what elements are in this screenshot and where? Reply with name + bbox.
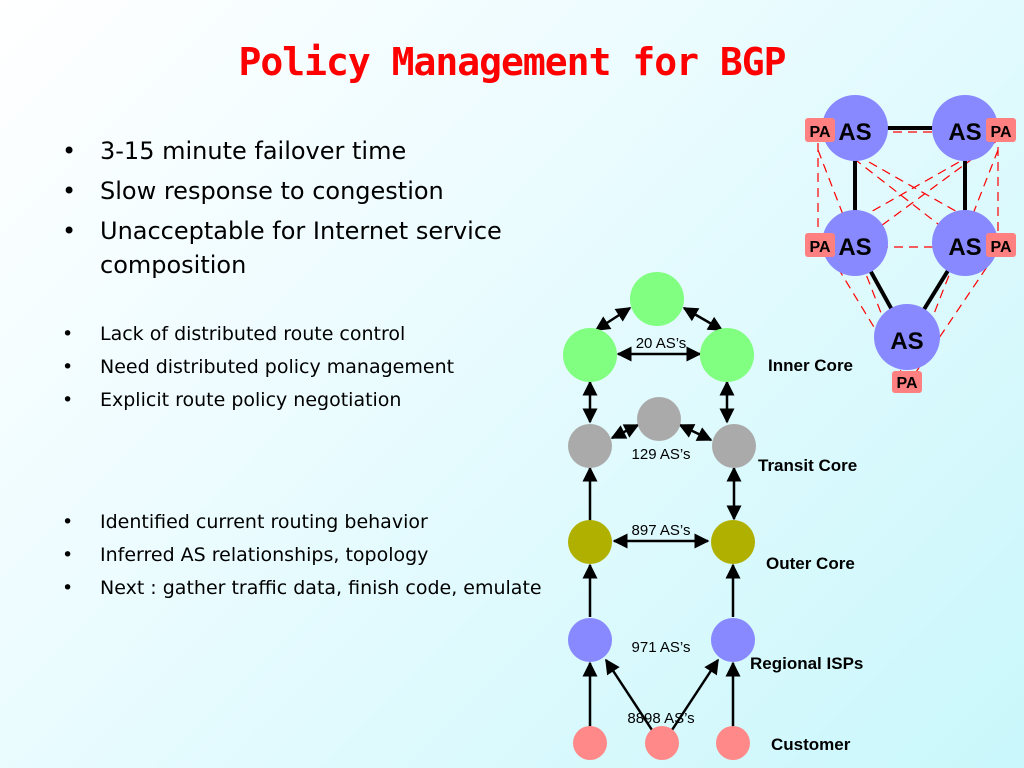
link-arrow [594,306,632,332]
slide-title: Policy Management for BGP [238,40,787,84]
transit-core-node [568,424,612,468]
policy-agent-rect [805,233,835,257]
as-node-circle [932,95,998,161]
as-node-circle [822,210,888,276]
customer-node [573,726,607,760]
outer-core-node [711,520,755,564]
bullet-text: Identified current routing behavior [100,511,428,533]
bullet-text: Explicit route policy negotiation [100,389,402,411]
bullet-item: • Identified current routing behavior [62,506,662,539]
tier-count-label: 129 AS’s [632,446,691,463]
bullet-item: • Lack of distributed route control [62,318,662,351]
tier-name-label: Customer [771,735,851,754]
dashed-outer-box [817,131,999,248]
bullet-item: • Unacceptable for Internet service compo… [62,214,582,282]
as-node-label: AS [948,119,981,146]
link-arrow [604,658,654,731]
policy-agent-label: PA [990,124,1011,141]
as-node-circle [874,304,940,370]
bullet-item: • Slow response to congestion [62,174,582,208]
tier-name-label: Inner Core [768,356,853,375]
bullet-text: Inferred AS relationships, topology [100,544,429,566]
tier-count-label: 8898 AS’s [627,710,694,727]
tier-name-label: Outer Core [766,554,855,573]
tier-count-label: 897 AS’s [632,522,691,539]
policy-agent-label: PA [809,239,830,256]
tier-count-label: 971 AS’s [632,639,691,656]
as-node-label: AS [890,328,923,355]
regional-isp-node [711,618,755,662]
tier-count-label: 20 AS’s [636,335,687,352]
bullet-text: Next : gather traffic data, finish code,… [100,577,542,599]
primary-bullet-list: • 3-15 minute failover time • Slow respons… [62,134,582,288]
inner-core-node [630,272,684,326]
hierarchy-nodes [563,272,756,760]
as-node: AS [932,95,998,161]
bullet-marker: • [62,577,74,599]
bullet-marker: • [62,323,74,345]
policy-agent-rect [986,118,1016,142]
policy-agent-label: PA [809,124,830,141]
bullet-item: • Inferred AS relationships, topology [62,539,662,572]
bullet-text: Need distributed policy management [100,356,455,378]
inner-core-node [700,328,754,382]
secondary-bullet-list: • Lack of distributed route control • Need… [62,318,662,417]
link-arrow [678,423,713,442]
policy-agent-box: PA [805,233,835,257]
bullet-marker: • [62,177,77,205]
regional-isp-node [568,618,612,662]
policy-agent-rect [805,118,835,142]
bullet-text: Lack of distributed route control [100,323,406,345]
as-node: AS [932,210,998,276]
tier-names: Inner Core Transit Core Outer Core Regio… [750,356,863,754]
bullet-text: Slow response to congestion [100,177,444,205]
policy-agent-box: PA [986,118,1016,142]
bullet-text: 3-15 minute failover time [100,137,407,165]
bullet-marker: • [62,544,74,566]
bullet-marker: • [62,389,74,411]
bullet-marker: • [62,511,74,533]
inner-core-node [563,328,617,382]
policy-agent-label: PA [990,239,1011,256]
policy-agent-box: PA [986,233,1016,257]
policy-agent-rect [986,233,1016,257]
bullet-item: • Explicit route policy negotiation [62,384,662,417]
transit-core-node [637,397,681,441]
policy-agent-box: PA [805,118,835,142]
bullet-text: Unacceptable for Internet service compos… [100,217,502,279]
outer-core-node [568,520,612,564]
bullet-marker: • [62,217,77,245]
policy-agent-rect [892,371,922,393]
as-node-label: AS [838,234,871,261]
bullet-marker: • [62,137,77,165]
link-arrow [682,306,724,332]
as-node: AS [822,95,888,161]
as-node-label: AS [838,119,871,146]
policy-agent-box: PA [892,371,922,393]
customer-node [716,726,750,760]
customer-node [645,726,679,760]
transit-core-node [712,424,756,468]
link-arrow [670,658,720,731]
as-node: AS [822,210,888,276]
link-arrow [610,423,640,440]
as-node: AS [874,304,940,370]
bullet-item: • Next : gather traffic data, finish code… [62,572,662,605]
as-node-circle [822,95,888,161]
bullet-marker: • [62,356,74,378]
bullet-item: • Need distributed policy management [62,351,662,384]
policy-agent-label: PA [896,375,917,392]
bullet-item: • 3-15 minute failover time [62,134,582,168]
as-topology: AS AS AS AS AS PA PA PA [805,95,1016,393]
tier-name-label: Transit Core [758,456,857,475]
tier-name-label: Regional ISPs [750,654,863,673]
hierarchy-arrows [582,306,742,731]
as-count-labels: 20 AS’s 129 AS’s 897 AS’s 971 AS’s 8898 … [627,335,694,727]
as-node-label: AS [948,234,981,261]
as-node-circle [932,210,998,276]
tertiary-bullet-list: • Identified current routing behavior • In… [62,506,662,605]
